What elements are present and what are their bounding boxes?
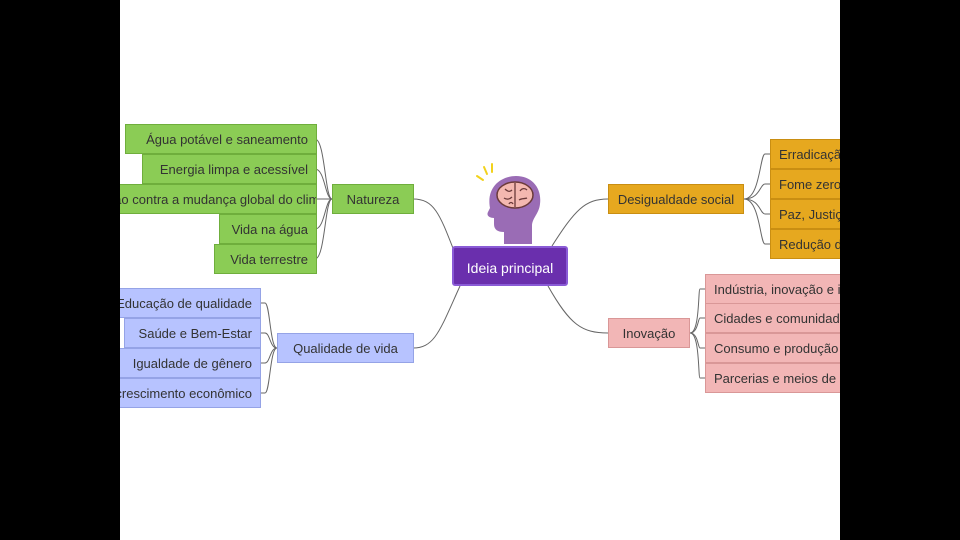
connector-desigualdade-2 bbox=[743, 183, 770, 200]
desigualdade-child-2[interactable]: Fome zero bbox=[770, 169, 840, 199]
branch-inovacao[interactable]: Inovação bbox=[608, 318, 690, 348]
connector-qualidade-1 bbox=[261, 302, 278, 349]
natureza-child-1[interactable]: Água potável e saneamento bbox=[125, 124, 317, 154]
brain-head-icon bbox=[476, 163, 541, 244]
qualidade-child-4[interactable]: Trabalho decente e crescimento econômico bbox=[120, 378, 261, 408]
natureza-child-3[interactable]: Ação contra a mudança global do clima bbox=[120, 184, 317, 214]
qualidade-child-2[interactable]: Saúde e Bem-Estar bbox=[124, 318, 261, 348]
connector-desigualdade-4 bbox=[743, 198, 770, 245]
branch-desigualdade-social[interactable]: Desigualdade social bbox=[608, 184, 744, 214]
natureza-child-4[interactable]: Vida na água bbox=[219, 214, 317, 244]
branch-natureza[interactable]: Natureza bbox=[332, 184, 414, 214]
inovacao-child-4[interactable]: Parcerias e meios de implementação bbox=[705, 363, 840, 393]
connector-qualidade-3 bbox=[261, 347, 278, 364]
connector-center-natureza bbox=[412, 198, 457, 257]
connector-center-desigualdade bbox=[551, 198, 609, 247]
central-topic[interactable]: Ideia principal bbox=[452, 246, 568, 286]
connector-center-inovacao bbox=[547, 285, 609, 334]
connector-inovacao-3 bbox=[689, 332, 705, 349]
natureza-child-2[interactable]: Energia limpa e acessível bbox=[142, 154, 317, 184]
connector-qualidade-2 bbox=[261, 332, 278, 349]
inovacao-child-2[interactable]: Cidades e comunidades sustentáveis bbox=[705, 303, 840, 333]
connector-desigualdade-3 bbox=[743, 198, 770, 215]
connector-desigualdade-1 bbox=[743, 153, 770, 200]
connector-inovacao-4 bbox=[689, 332, 705, 379]
inovacao-child-1[interactable]: Indústria, inovação e infraestrutura bbox=[705, 274, 840, 304]
inovacao-child-3[interactable]: Consumo e produção responsáveis bbox=[705, 333, 840, 363]
qualidade-child-3[interactable]: Igualdade de gênero bbox=[120, 348, 261, 378]
connector-lines bbox=[261, 138, 770, 394]
connector-inovacao-1 bbox=[689, 288, 705, 334]
desigualdade-child-4[interactable]: Redução das desigualdades bbox=[770, 229, 840, 259]
natureza-child-5[interactable]: Vida terrestre bbox=[214, 244, 317, 274]
branch-qualidade-de-vida[interactable]: Qualidade de vida bbox=[277, 333, 414, 363]
desigualdade-child-1[interactable]: Erradicação da pobreza bbox=[770, 139, 840, 169]
connector-qualidade-4 bbox=[261, 347, 278, 394]
desigualdade-child-3[interactable]: Paz, Justiça e instituições eficazes bbox=[770, 199, 840, 229]
connector-center-qualidade bbox=[412, 285, 461, 349]
mind-map-canvas: Ideia principal Natureza Água potável e … bbox=[120, 0, 840, 540]
qualidade-child-1[interactable]: Educação de qualidade bbox=[120, 288, 261, 318]
connector-inovacao-2 bbox=[689, 317, 705, 334]
